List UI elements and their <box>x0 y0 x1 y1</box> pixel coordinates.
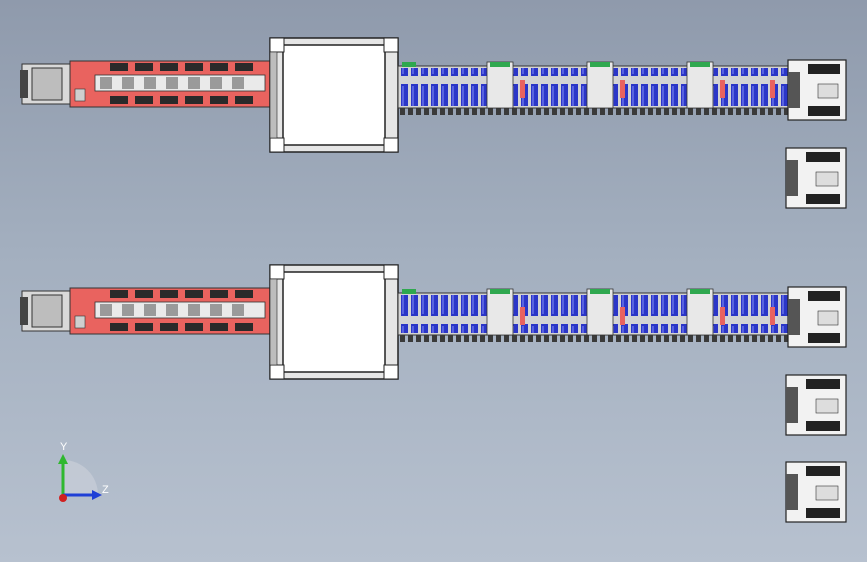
lower-transfer-platform[interactable] <box>269 264 399 380</box>
upper-vehicle[interactable] <box>20 60 271 108</box>
lower-roller-conveyor[interactable] <box>397 288 791 342</box>
upper-transfer-platform[interactable] <box>269 37 399 153</box>
side-cart-1[interactable] <box>785 147 847 209</box>
upper-end-cart[interactable] <box>787 59 847 121</box>
upper-line-assembly[interactable] <box>20 37 847 153</box>
upper-roller-conveyor[interactable] <box>397 61 791 115</box>
lower-vehicle[interactable] <box>20 287 271 335</box>
coordinate-triad: Y Z <box>50 440 120 510</box>
z-axis-label: Z <box>102 484 109 496</box>
y-axis-label: Y <box>60 441 68 453</box>
side-cart-2[interactable] <box>785 374 847 436</box>
lower-line-assembly[interactable] <box>20 264 847 380</box>
triad-axes-icon <box>58 454 102 502</box>
lower-end-cart[interactable] <box>787 286 847 348</box>
side-cart-3[interactable] <box>785 461 847 523</box>
